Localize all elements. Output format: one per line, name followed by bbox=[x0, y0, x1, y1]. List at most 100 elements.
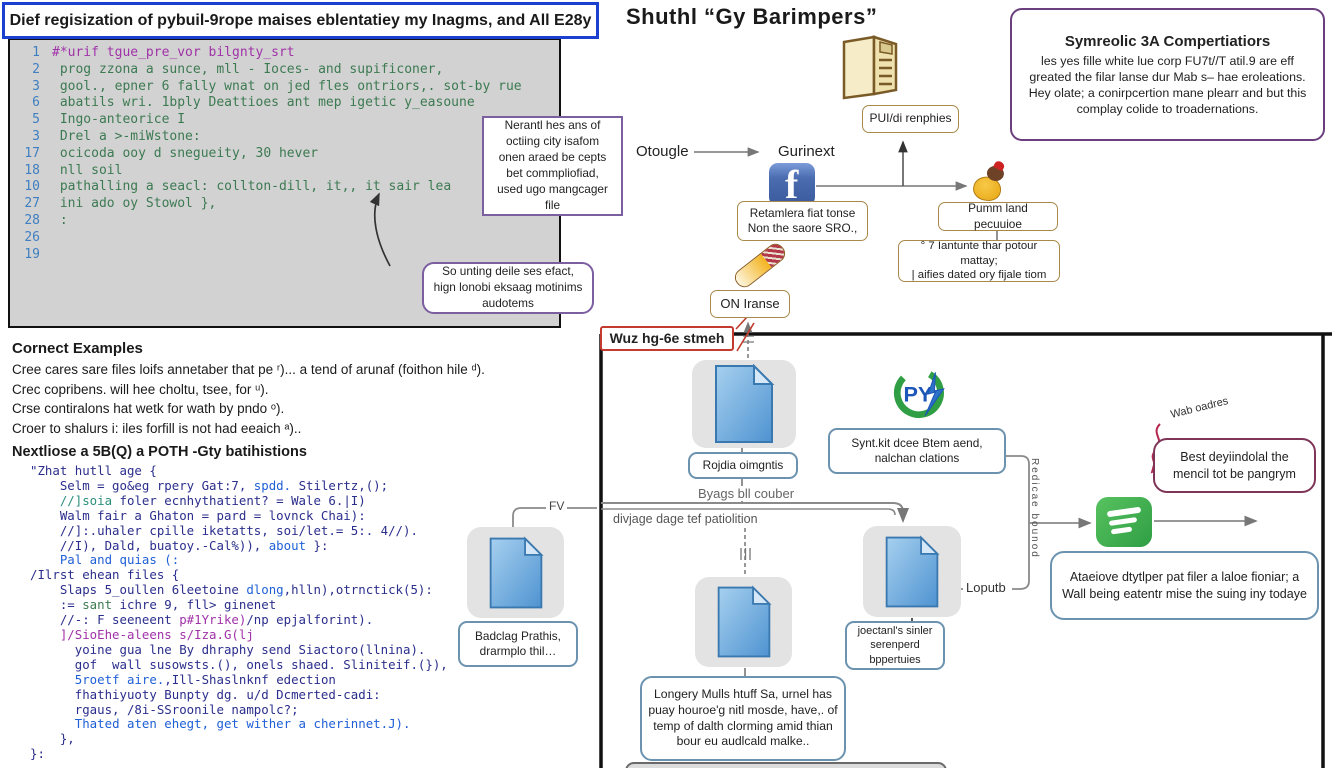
ticket-icon bbox=[729, 240, 791, 291]
example-line: Crec copribens. will hee choltu, tsee, f… bbox=[12, 381, 269, 397]
badclag-label: Badclag Prathis, drarmplo thil… bbox=[458, 621, 578, 667]
editor-line: 27 ini ado oy Stowol }, bbox=[24, 196, 217, 212]
cutoff-box-top-edge bbox=[625, 762, 947, 768]
on-iranse-text: ON Iranse bbox=[720, 295, 780, 311]
pumm-box: Pumm land pecuuioe bbox=[938, 201, 1058, 231]
snippet-line: fhathiyuoty Bunpty dg. u/d Dcmerted-cadi… bbox=[30, 686, 381, 702]
editor-line: 10 pathalling a seacl: collton-dill, it,… bbox=[24, 179, 452, 195]
snippet-line: Thated aten ehegt, get wither a cherinne… bbox=[74, 716, 411, 732]
snippet-line: //]:.uhaler cpille iketatts, soi/let.= 5… bbox=[30, 522, 418, 538]
editor-line: 3 Drel a >-miWstone: bbox=[32, 128, 201, 144]
folder-label: PUI/di renphies bbox=[862, 105, 959, 133]
snippet-line: "Zhat hutll age { bbox=[30, 463, 157, 478]
title-box: Dief regisization of pybuil-9rope maises… bbox=[2, 2, 599, 39]
iantunte-line1: ° 7 Iantunte thar potour mattay; bbox=[920, 239, 1038, 267]
iantunte-line2: | aifies dated ory fijale tiom bbox=[911, 269, 1047, 282]
file-icon-1 bbox=[692, 360, 796, 448]
callout-manager-file-text: Nerantl hes ans of octiing city isafom o… bbox=[497, 118, 608, 212]
facebook-icon: f bbox=[769, 163, 815, 206]
joectanl-box: joectanl's sinler serenperd bppertuies bbox=[845, 621, 945, 670]
example-line: Croer to shalurs i: iles forfill is not … bbox=[12, 420, 302, 436]
python-logo-icon: PY bbox=[888, 364, 954, 427]
snippet-line: 5roetf aire.,Ill-Shaslnknf edection bbox=[74, 671, 336, 687]
fv-label: FV bbox=[546, 499, 568, 513]
divjage-caption: divjage dage tef patiolition bbox=[613, 512, 758, 526]
green-app-icon bbox=[1096, 497, 1152, 547]
on-iranse-box: ON Iranse bbox=[710, 290, 790, 318]
green-app-stripe bbox=[1108, 517, 1138, 526]
symreolic-body: les yes fille white lue corp FU7t//T ati… bbox=[1028, 54, 1307, 117]
snippet-line: }: bbox=[30, 746, 45, 762]
symreolic-box: Symreolic 3A Compertiatiors les yes fill… bbox=[1010, 8, 1325, 141]
editor-line: 19 bbox=[24, 246, 40, 262]
snippet-line: Walm fair a Ghaton = pard = lovnck Chai)… bbox=[30, 507, 366, 523]
editor-line: 3 gool., epner 6 fally wnat on jed fles … bbox=[32, 78, 522, 94]
warning-box-text: Wuz hg-6e stmeh bbox=[609, 330, 725, 347]
snippet-line: }, bbox=[30, 731, 75, 747]
ataeiove-box: Ataeiove dtytlper pat filer a laloe fion… bbox=[1050, 551, 1319, 620]
joectanl-line2: serenperd bppertuies bbox=[869, 639, 921, 666]
editor-line: 5 Ingo-anteorice I bbox=[32, 112, 186, 128]
file-icon-3 bbox=[863, 526, 961, 617]
syntakit-line1: Synt.kit dcee Btem aend, bbox=[851, 435, 983, 450]
vertical-bracket-label: Redicae bounod bbox=[1029, 458, 1040, 559]
snippet-line: //I), Dald, buatoy.-Cal%)), about }: bbox=[30, 537, 329, 553]
title-box-text: Dief regisization of pybuil-9rope maises… bbox=[9, 11, 592, 29]
snippet-line: ]/SioEhe-aleens s/Iza.G(lj bbox=[30, 626, 254, 642]
editor-line: 28 : bbox=[24, 212, 68, 228]
facebook-f-glyph: f bbox=[785, 163, 799, 206]
warning-box: Wuz hg-6e stmeh bbox=[600, 326, 734, 351]
code-snippet: "Zhat hutll age { Selm = go&eg rpery Gat… bbox=[30, 463, 448, 762]
joectanl-line1: joectanl's sinler bbox=[857, 625, 933, 638]
gurinext-label: Gurinext bbox=[778, 143, 835, 160]
retamlera-line2: Non the saore SRO., bbox=[747, 221, 858, 235]
editor-line: 1#*urif tgue_pre_vor bilgnty_srt bbox=[32, 45, 295, 60]
snippet-line: //]soia foler ecnhythatient? = Wale 6.|I… bbox=[30, 492, 366, 508]
iantunte-box: ° 7 Iantunte thar potour mattay; | aifie… bbox=[898, 240, 1060, 282]
example-line: Crse contiralons hat wetk for wath by pn… bbox=[12, 401, 285, 416]
example-line: Cree cares sare files loifs annetaber th… bbox=[12, 362, 485, 377]
badclag-line1: Badclag Prathis, bbox=[475, 628, 561, 643]
snippet-line: := sant ichre 9, fll> ginenet bbox=[30, 597, 277, 613]
syntakit-line2: nalchan clations bbox=[874, 451, 960, 465]
best-box-text: Best deyiindolal the mencil tot be pangr… bbox=[1173, 450, 1296, 481]
symreolic-title: Symreolic 3A Compertiatiors bbox=[1064, 32, 1271, 50]
retamlera-box: Retamlera fiat tonse Non the saore SRO., bbox=[737, 201, 868, 241]
rojdia-label-text: Rojdia oimgntis bbox=[702, 457, 784, 472]
editor-line: 2 prog zzona a sunce, mll - Ioces- and s… bbox=[32, 61, 444, 77]
byags-caption: Byags bll couber bbox=[690, 486, 802, 501]
wab-annotation: Wab oadres bbox=[1169, 395, 1230, 421]
pumm-box-text: Pumm land pecuuioe bbox=[968, 201, 1028, 231]
snippet-line: Selm = go&eg rpery Gat:7, spdd. Stilertz… bbox=[30, 477, 389, 493]
longery-box: Longery Mulls htuff Sa, urnel has puay h… bbox=[640, 676, 846, 761]
snippet-line: //-: F seeneent p#1Yrike)/np epjalforint… bbox=[30, 612, 374, 628]
snippet-line: rgaus, /8i-SSroonile nampolc?; bbox=[30, 701, 299, 717]
ticket-body bbox=[731, 240, 789, 291]
ataeiove-text: Ataeiove dtytlper pat filer a laloe fion… bbox=[1062, 570, 1307, 601]
editor-line: 18 nll soil bbox=[24, 162, 123, 178]
snippet-line: Slaps 5_oullen 6leetoine dlong,hlln),otr… bbox=[30, 582, 433, 598]
editor-line: 17 ocicoda ooy d snegueity, 30 hever bbox=[24, 145, 319, 161]
longery-text: Longery Mulls htuff Sa, urnel has puay h… bbox=[648, 686, 838, 749]
snippet-line: gof wall susowsts.(), onels shaed. Slini… bbox=[30, 656, 448, 672]
file-icon-2 bbox=[695, 577, 792, 667]
file-icon-left bbox=[467, 527, 564, 618]
folder-icon bbox=[830, 32, 908, 111]
examples-lines: Cree cares sare files loifs annetaber th… bbox=[12, 360, 485, 438]
callout-manager-file: Nerantl hes ans of octiing city isafom o… bbox=[482, 116, 623, 216]
bee-icon bbox=[969, 159, 1009, 206]
otougle-label: Otougle bbox=[636, 143, 689, 160]
snippet-header: Nextliose a 5B(Q) a POTH -Gty batihistio… bbox=[12, 444, 307, 460]
best-box: Best deyiindolal the mencil tot be pangr… bbox=[1153, 438, 1316, 493]
retamlera-line1: Retamlera fiat tonse bbox=[749, 205, 856, 220]
editor-line: 26 bbox=[24, 229, 40, 245]
folder-label-text: PUI/di renphies bbox=[869, 111, 952, 126]
snippet-line: /Ilrst ehean files { bbox=[30, 567, 180, 583]
editor-line: 6 abatils wri. 1bply Deattioes ant mep i… bbox=[32, 95, 475, 111]
snippet-line: Pal and quias (: bbox=[59, 552, 180, 568]
loputb-label: Loputb bbox=[966, 580, 1006, 595]
green-app-stripe bbox=[1106, 506, 1142, 518]
callout-unting: So unting deile ses efact, hign lonobi e… bbox=[422, 262, 594, 314]
